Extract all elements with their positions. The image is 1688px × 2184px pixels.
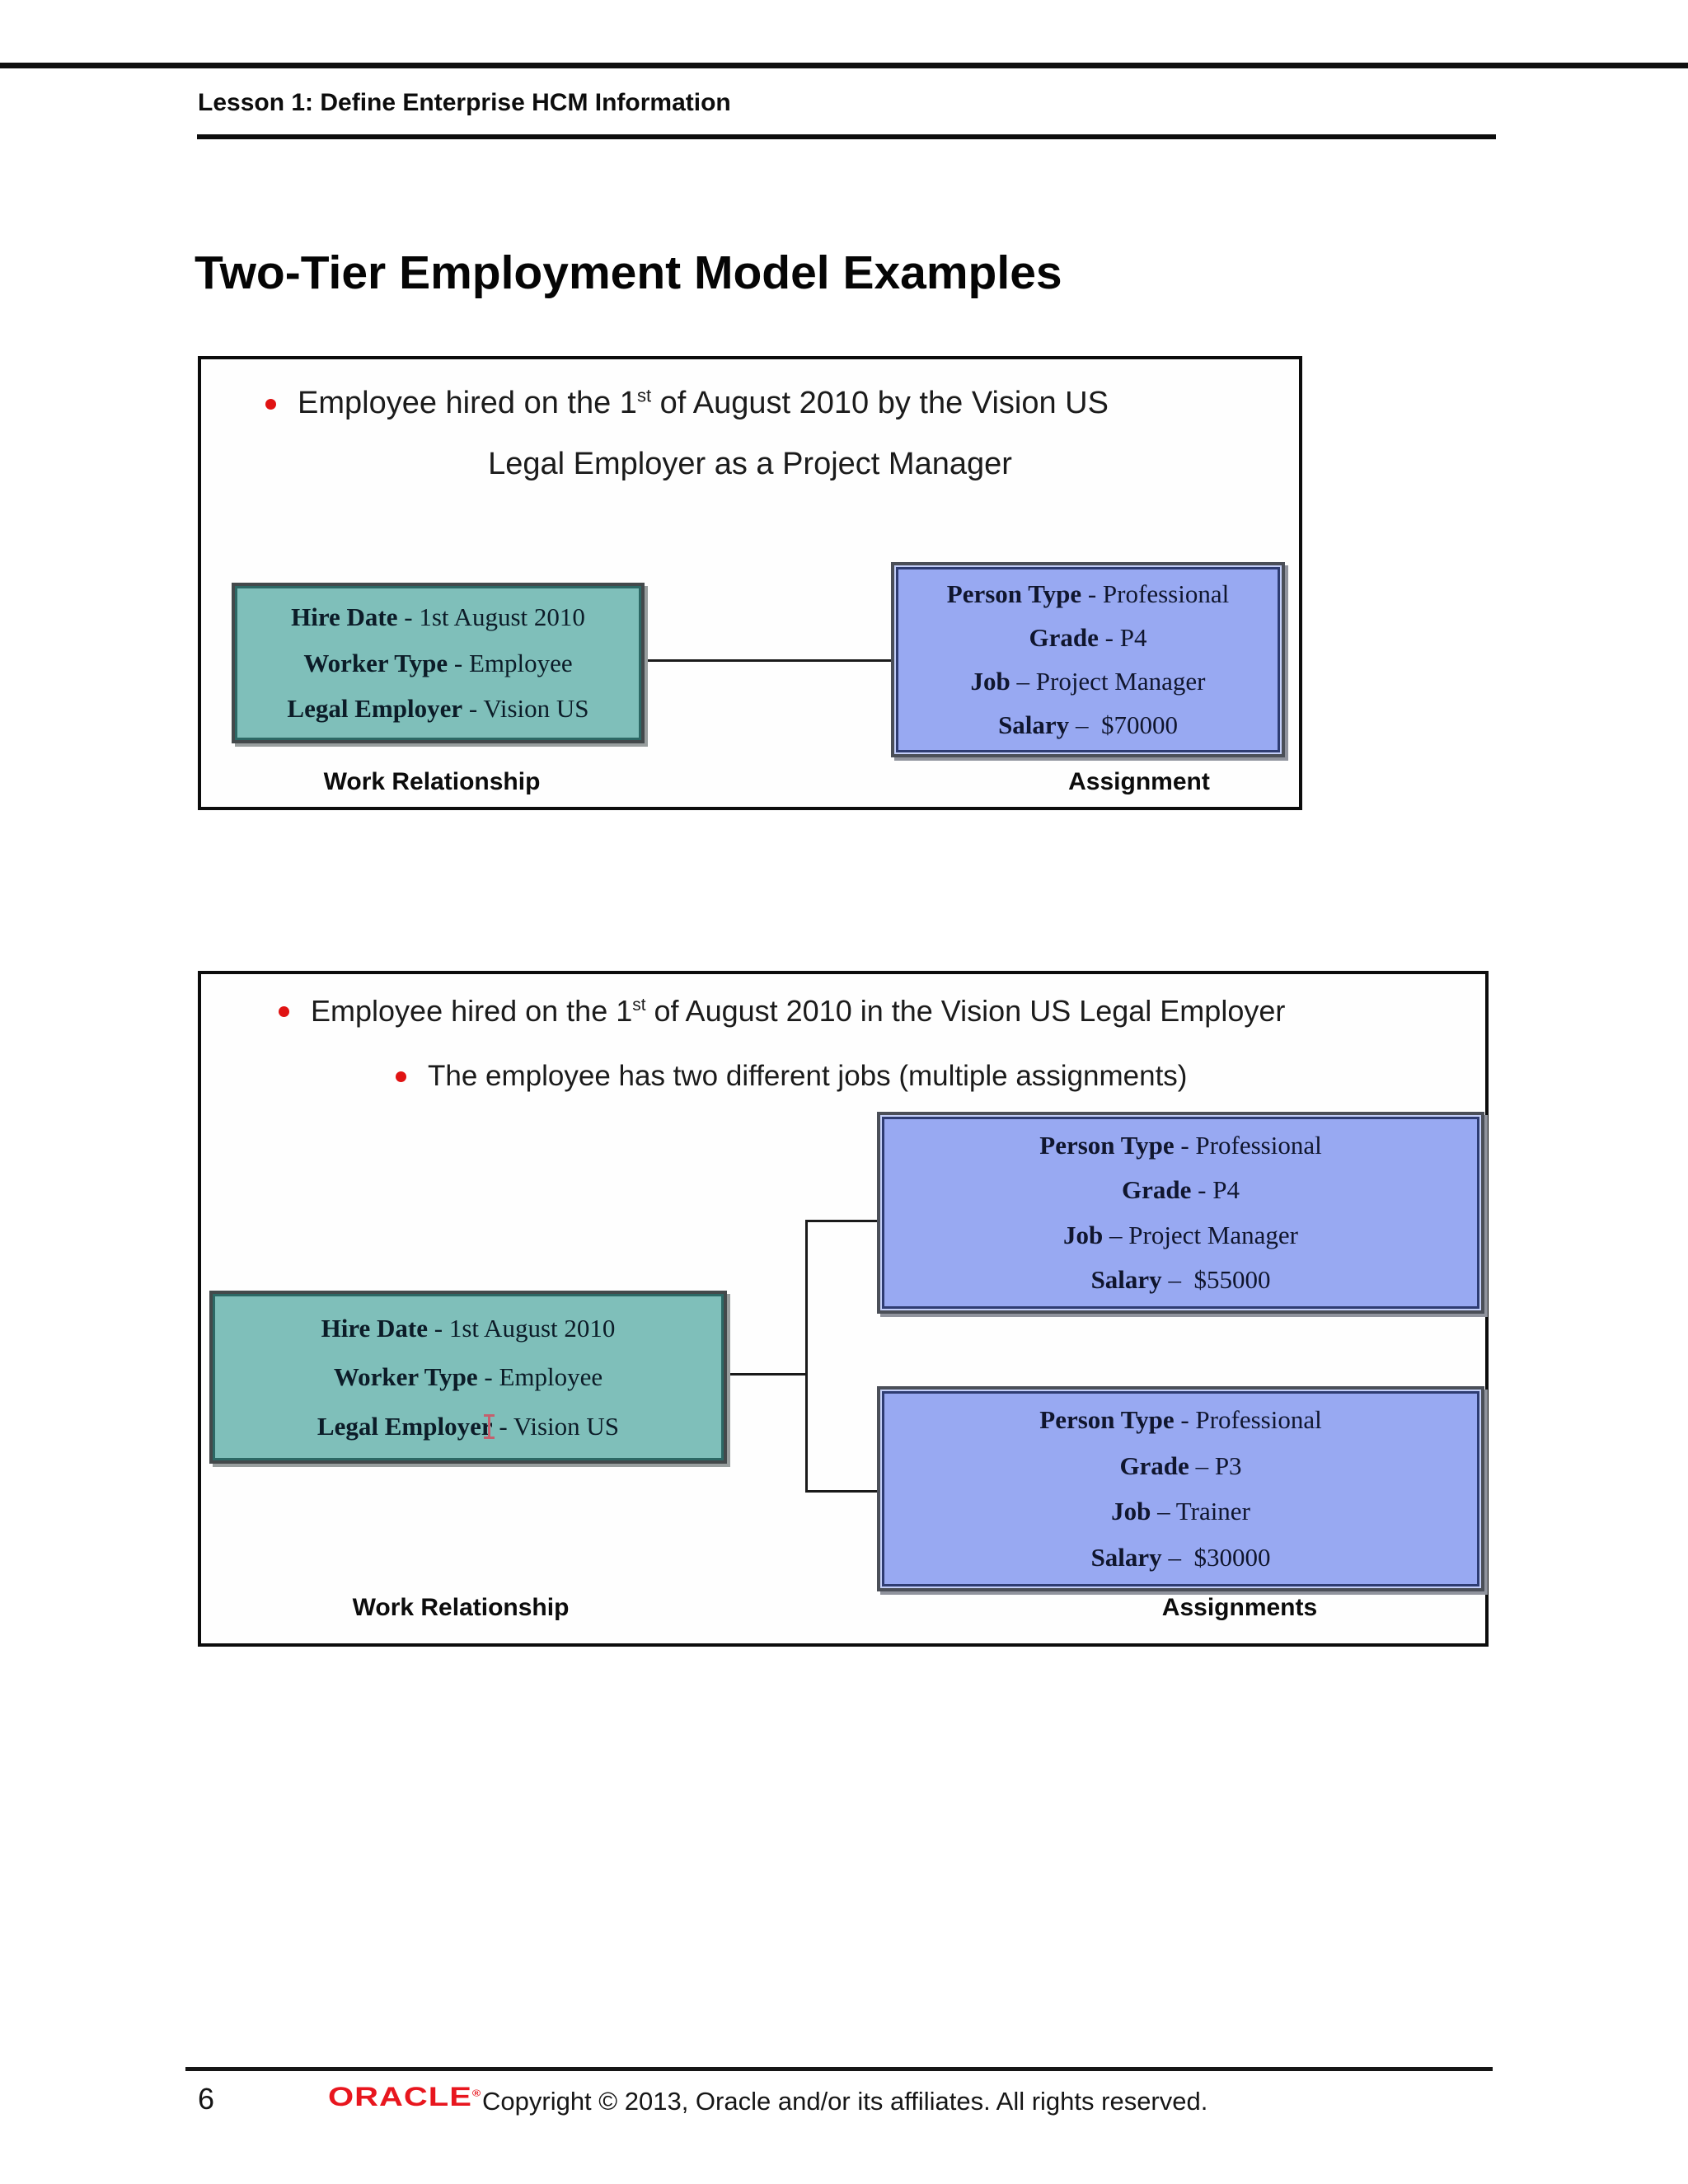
lesson-header-rule [197,134,1496,139]
diagram1-bullet1-line2: Legal Employer as a Project Manager [488,447,1012,481]
legal-employer-line: Legal Employer - Vision US [287,694,589,724]
diagram2-connector-top [805,1220,877,1222]
page-title: Two-Tier Employment Model Examples [195,246,1062,299]
job-line: Job – Trainer [1111,1497,1250,1526]
hire-date-line: Hire Date - 1st August 2010 [321,1313,616,1343]
diagram2-work-relationship-caption: Work Relationship [352,1594,570,1621]
salary-line: Salary – $30000 [1090,1542,1271,1572]
salary-line: Salary – $55000 [1090,1265,1271,1295]
grade-line: Grade – P3 [1119,1451,1242,1480]
diagram2-connector-mid [727,1373,805,1376]
diagram2-connector-vertical [805,1220,808,1493]
footer-rule [185,2067,1493,2071]
grade-line: Grade - P4 [1029,623,1147,652]
diagram1-assignment-box: Person Type - Professional Grade - P4 Jo… [891,562,1285,757]
bullet-icon [265,399,276,410]
worker-type-line: Worker Type - Employee [333,1362,603,1391]
diagram2-bullet1-text: Employee hired on the 1st of August 2010… [311,994,1286,1028]
bullet-icon [279,1006,289,1017]
person-type-line: Person Type - Professional [1039,1405,1322,1435]
hire-date-line: Hire Date - 1st August 2010 [291,602,585,631]
diagram2-bullet1: Employee hired on the 1st of August 2010… [279,994,1285,1029]
diagram2-bullet2-text: The employee has two different jobs (mul… [428,1060,1188,1092]
diagram1-work-relationship-box: Hire Date - 1st August 2010 Worker Type … [232,583,645,743]
person-type-line: Person Type - Professional [946,579,1230,608]
legal-employer-line: Legal Employer - Vision US [316,1411,620,1441]
diagram1-bullet1: Employee hired on the 1st of August 2010… [265,386,1109,421]
job-line: Job – Project Manager [1063,1220,1298,1249]
diagram1-assignment-caption: Assignment [1068,768,1210,795]
person-type-line: Person Type - Professional [1039,1130,1322,1160]
page-number: 6 [198,2082,215,2116]
diagram2-work-relationship-box: Hire Date - 1st August 2010 Worker Type … [209,1291,727,1464]
diagram2-bullet2: The employee has two different jobs (mul… [396,1060,1187,1093]
diagram1-connector-line [643,659,892,662]
copyright-text: Copyright © 2013, Oracle and/or its affi… [482,2087,1208,2116]
job-line: Job – Project Manager [970,667,1206,696]
diagram1-work-relationship-caption: Work Relationship [323,768,541,795]
diagram2-assignment-top-box: Person Type - Professional Grade - P4 Jo… [877,1112,1484,1314]
page-top-rule [0,63,1688,68]
diagram2-assignment-bottom-box: Person Type - Professional Grade – P3 Jo… [877,1386,1484,1591]
diagram2-assignments-caption: Assignments [1161,1594,1318,1621]
diagram1-bullet1-text: Employee hired on the 1st of August 2010… [298,385,1109,420]
diagram2-connector-bottom [805,1490,877,1493]
lesson-header: Lesson 1: Define Enterprise HCM Informat… [198,89,731,116]
bullet-icon [396,1071,406,1082]
grade-line: Grade - P4 [1122,1175,1240,1205]
worker-type-line: Worker Type - Employee [303,648,573,677]
text-cursor-artifact [484,1414,495,1439]
diagram-two-frame: Employee hired on the 1st of August 2010… [198,971,1489,1647]
diagram-one-frame: Employee hired on the 1st of August 2010… [198,356,1302,810]
oracle-logo: ORACLE® [328,2083,482,2112]
registered-mark-icon: ® [471,2088,482,2098]
salary-line: Salary – $70000 [998,710,1178,739]
